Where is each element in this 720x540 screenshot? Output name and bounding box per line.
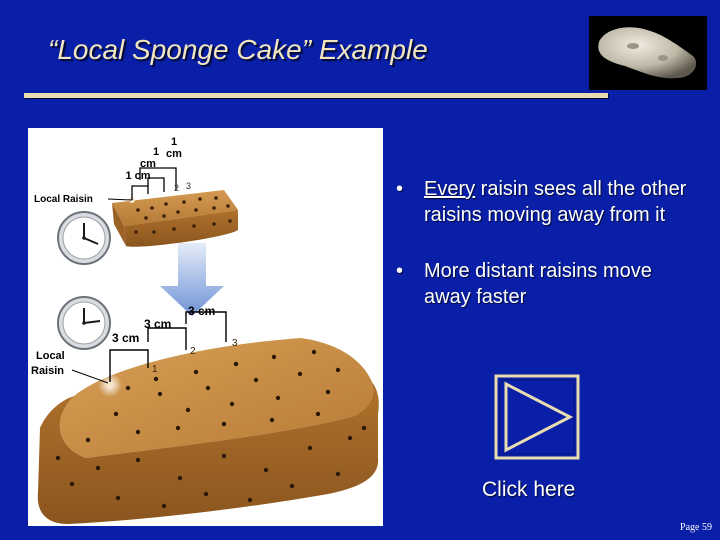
title-divider bbox=[24, 93, 608, 98]
large-cake bbox=[37, 338, 379, 524]
label-local-raisin-bottom-line1: Local bbox=[36, 350, 65, 362]
bullet-item: • Every raisin sees all the other raisin… bbox=[396, 176, 696, 228]
label-3cm-a: 3 cm bbox=[112, 331, 139, 345]
label-3cm-c: 3 cm bbox=[188, 304, 215, 318]
click-here-link[interactable]: Click here bbox=[482, 478, 576, 501]
bullet-dot: • bbox=[396, 178, 404, 200]
label-raisin-1-large: 1 bbox=[152, 364, 158, 375]
expanding-cake-figure: 1 cm 1 cm 1 cm 2 3 Local Raisin bbox=[28, 128, 383, 526]
label-1cm-left-b: 1 cm bbox=[125, 170, 150, 182]
label-1cm-left-a-unit: cm bbox=[140, 158, 156, 170]
play-icon bbox=[494, 374, 580, 460]
label-raisin-3-small: 3 bbox=[186, 181, 191, 191]
small-cake bbox=[112, 167, 238, 247]
clock-icon bbox=[57, 296, 111, 350]
label-1cm-left-a-number: 1 bbox=[153, 146, 159, 158]
bullet-text: raisin sees all the other raisins moving… bbox=[424, 178, 687, 226]
label-1cm-top-number: 1 bbox=[171, 136, 177, 148]
expansion-arrow bbox=[160, 243, 224, 316]
bullet-emphasis: Every bbox=[424, 178, 476, 200]
label-local-raisin-bottom-line2: Raisin bbox=[31, 365, 64, 377]
label-local-raisin-top: Local Raisin bbox=[34, 194, 93, 205]
bullet-item: • More distant raisins move away faster bbox=[396, 258, 696, 310]
label-raisin-3-large: 3 bbox=[232, 338, 238, 349]
bullet-dot: • bbox=[396, 260, 404, 282]
asteroid-photo bbox=[589, 16, 707, 90]
label-raisin-2-large: 2 bbox=[190, 346, 196, 357]
label-raisin-2-small: 2 bbox=[174, 183, 179, 193]
label-1cm-top-unit: cm bbox=[166, 148, 182, 160]
bullet-text: More distant raisins move away faster bbox=[424, 260, 652, 308]
page-number: Page 59 bbox=[680, 522, 712, 533]
bullet-list: • Every raisin sees all the other raisin… bbox=[396, 176, 696, 340]
label-3cm-b: 3 cm bbox=[144, 317, 171, 331]
clock-icon bbox=[57, 211, 111, 265]
play-button[interactable] bbox=[494, 374, 580, 460]
slide-title: “Local Sponge Cake” Example bbox=[48, 34, 428, 65]
